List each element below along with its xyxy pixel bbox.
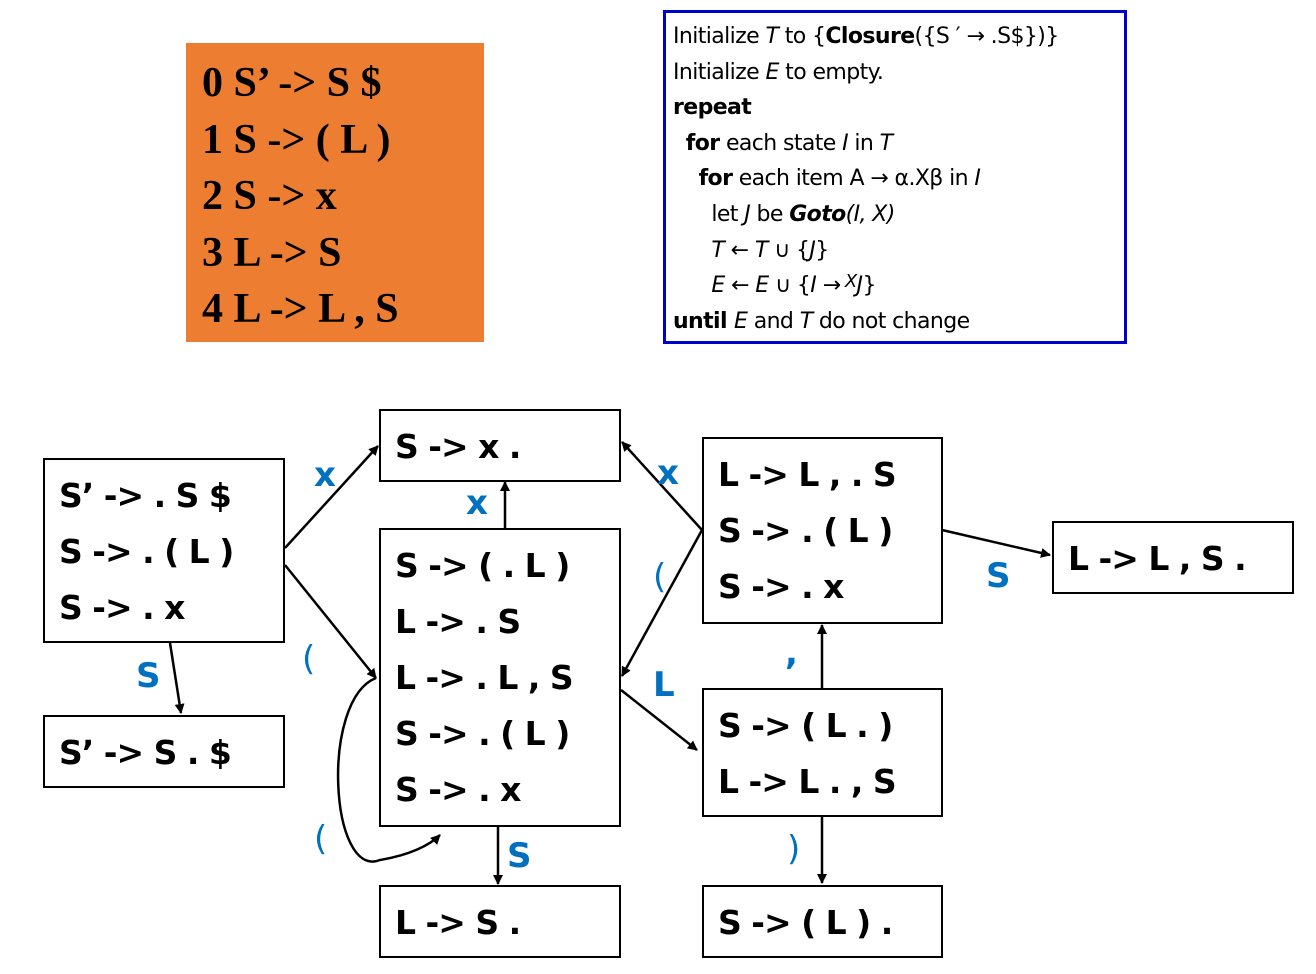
algo-line: for each item A → α.Xβ in I	[698, 166, 981, 192]
state-sfinal: S -> ( L ) .	[702, 885, 943, 958]
edge-label: L	[653, 665, 675, 705]
edge-s0-accept	[168, 642, 185, 714]
algo-line: E ← E ∪ {I → XJ}	[711, 271, 876, 299]
grammar-rule: 1 S -> ( L )	[202, 116, 391, 163]
item: S -> ( L . )	[718, 706, 893, 745]
algorithm-box: Initialize T to {Closure({S ′ → .S$})} I…	[663, 10, 1127, 344]
state-sLS: L -> S .	[379, 885, 621, 958]
item: S -> . x	[395, 770, 521, 809]
item: S -> . ( L )	[395, 714, 570, 753]
edge-s0-sx	[284, 445, 379, 549]
grammar-rule: 2 S -> x	[202, 173, 337, 219]
state-s0: S’ -> . S $ S -> . ( L ) S -> . x	[43, 458, 285, 643]
grammar-rule: 4 L -> L , S	[202, 286, 399, 332]
item: S -> . ( L )	[718, 511, 893, 550]
state-sparen: S -> ( . L ) L -> . S L -> . L , S S -> …	[379, 528, 621, 827]
edge-label: (	[653, 557, 667, 597]
algo-line: Initialize T to {Closure({S ′ → .S$})}	[673, 24, 1059, 49]
state-scomma: L -> L , . S S -> . ( L ) S -> . x	[702, 437, 943, 624]
edge-label: S	[136, 656, 161, 696]
edge-s0-sparen	[284, 564, 377, 679]
state-sLLS: L -> L , S .	[1052, 521, 1294, 594]
algo-line: T ← T ∪ {J}	[711, 237, 829, 263]
item: L -> L . , S	[718, 762, 897, 801]
state-sLclose: S -> ( L . ) L -> L . , S	[702, 688, 943, 817]
algo-line: repeat	[673, 95, 752, 121]
algo-line: Initialize E to empty.	[673, 59, 884, 85]
item: L -> . L , S	[395, 658, 574, 697]
edge-label: (	[314, 819, 328, 859]
item: S -> ( . L )	[395, 546, 570, 585]
edge-scomma-sparen	[620, 529, 704, 677]
edge-label: x	[466, 483, 488, 523]
edge-scomma-sLLS	[941, 528, 1051, 558]
algo-line: let J be Goto(I, X)	[673, 201, 895, 227]
arrow-label-x: X	[844, 271, 857, 293]
edge-label: (	[302, 639, 316, 679]
edge-label: x	[314, 455, 336, 495]
edge-label: S	[507, 836, 532, 876]
state-sx: S -> x .	[379, 409, 621, 482]
edge-sparen-self	[336, 676, 441, 863]
item: S -> x .	[395, 427, 521, 466]
item: L -> S .	[395, 903, 521, 942]
item: L -> L , . S	[718, 455, 897, 494]
item: S -> . x	[59, 588, 185, 627]
edge-scomma-sx	[621, 441, 703, 531]
item: L -> L , S .	[1068, 539, 1247, 578]
item: S -> . ( L )	[59, 532, 234, 571]
edge-label: S	[986, 556, 1011, 596]
edge-label: )	[787, 829, 801, 869]
edge-sparen-sLclose	[620, 689, 698, 751]
grammar-box: 0 S’ -> S $ 1 S -> ( L ) 2 S -> x 3 L ->…	[186, 43, 484, 342]
item: S -> . x	[718, 567, 844, 606]
item: S -> ( L ) .	[718, 903, 893, 942]
grammar-rule: 3 L -> S	[202, 229, 342, 276]
state-accept: S’ -> S . $	[43, 715, 285, 788]
item: S’ -> . S $	[59, 476, 232, 515]
grammar-rule: 0 S’ -> S $	[202, 60, 382, 106]
algo-line: for each state I in T	[685, 130, 893, 156]
item: S’ -> S . $	[59, 733, 232, 772]
edge-label: x	[657, 453, 679, 493]
item: L -> . S	[395, 602, 521, 641]
edge-label: ,	[785, 633, 798, 673]
algo-line: until E and T do not change	[673, 308, 970, 334]
